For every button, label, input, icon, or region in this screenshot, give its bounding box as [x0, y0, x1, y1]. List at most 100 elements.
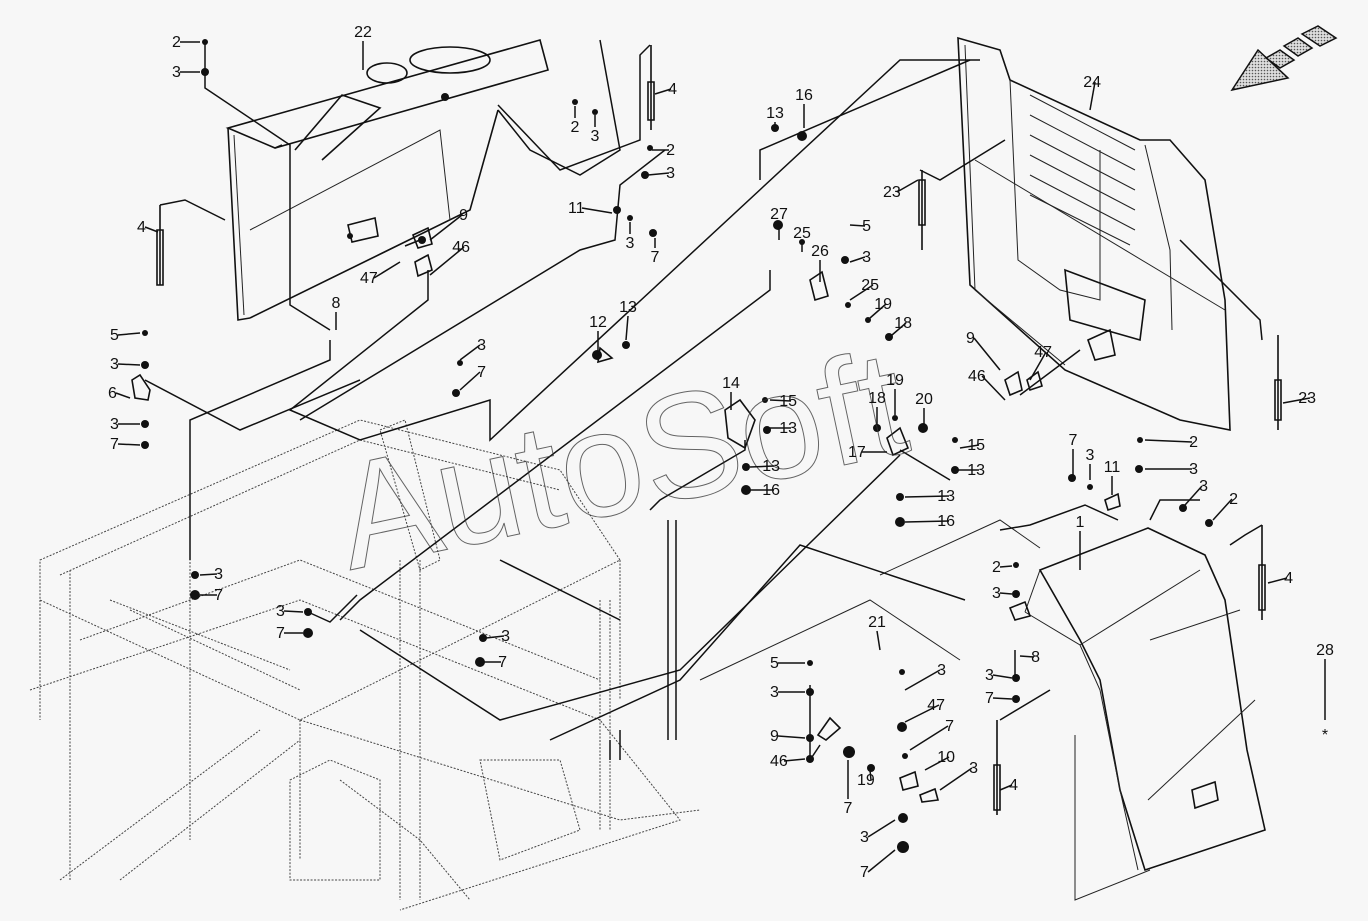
gas-strut-23-left [918, 170, 926, 250]
callout-number: 7 [1069, 432, 1078, 449]
callout-14: 14 [722, 375, 740, 410]
callout-8: 8 [1019, 649, 1040, 666]
callout-leader [117, 363, 141, 366]
callout-number: 18 [868, 390, 886, 407]
callout-3: 3 [985, 667, 1013, 684]
callout-7: 7 [844, 760, 853, 817]
callout-25: 25 [793, 225, 811, 252]
callout-3: 3 [110, 356, 141, 373]
callout-16: 16 [795, 87, 813, 128]
callout-number: 9 [459, 207, 468, 224]
callout-7: 7 [985, 690, 1013, 707]
callout-leader [849, 284, 874, 301]
callout-10: 10 [924, 749, 955, 771]
callout-leader [429, 214, 463, 241]
callout-3: 3 [591, 115, 600, 145]
callout-8: 8 [332, 295, 341, 330]
callout-3: 3 [199, 566, 223, 583]
callout-number: 16 [795, 87, 813, 104]
callout-number: 11 [568, 200, 585, 217]
callout-number: 47 [360, 270, 378, 287]
callout-leader [283, 610, 304, 613]
callout-number: 7 [844, 800, 853, 817]
callout-leader [117, 332, 141, 336]
callout-leader [924, 756, 950, 771]
callout-leader [199, 573, 218, 576]
callout-number: 25 [861, 277, 879, 294]
callout-9: 9 [966, 330, 1001, 371]
callout-number: 3 [1189, 461, 1198, 478]
part-1-rear-door [699, 519, 1266, 901]
callout-number: 14 [722, 375, 740, 392]
callout-13: 13 [766, 105, 784, 126]
callout-number: 13 [937, 488, 955, 505]
callout-number: 46 [770, 753, 788, 770]
callout-number: 21 [868, 614, 886, 631]
callout-3: 3 [276, 603, 304, 620]
callout-leader [867, 849, 896, 873]
callout-number: 3 [477, 337, 486, 354]
callout-leader [849, 224, 866, 227]
callout-3: 3 [485, 628, 510, 645]
callout-27: 27 [770, 206, 788, 240]
callout-number: 7 [651, 249, 660, 266]
callout-leader [1184, 485, 1203, 506]
callout-number: 3 [110, 416, 119, 433]
callout-number: 13 [967, 462, 985, 479]
callout-7: 7 [110, 436, 141, 453]
callout-13: 13 [749, 458, 780, 475]
callout-leader [999, 565, 1013, 568]
callout-number: 13 [762, 458, 780, 475]
callout-leader [999, 592, 1013, 595]
callout-leader [769, 399, 792, 402]
callout-22: 22 [354, 24, 372, 70]
callout-number: 3 [770, 684, 779, 701]
callout-number: 3 [862, 249, 871, 266]
callout-leader [939, 767, 973, 791]
callout-labels: 2223423423113794647853637371213131624232… [108, 24, 1334, 881]
callout-leader [783, 758, 806, 762]
callout-1: 1 [1076, 514, 1085, 570]
callout-12: 12 [589, 314, 607, 352]
callout-number: 5 [110, 327, 119, 344]
callout-leader [999, 784, 1013, 791]
callout-15: 15 [959, 437, 985, 454]
callout-number: 15 [967, 437, 985, 454]
callout-18: 18 [868, 390, 886, 425]
callout-number: 3 [985, 667, 994, 684]
callout-number: 3 [626, 235, 635, 252]
callout-number: 13 [766, 105, 784, 122]
callout-47: 47 [360, 261, 401, 287]
callout-number: 19 [874, 296, 892, 313]
callout-3: 3 [1086, 447, 1095, 480]
callout-number: 7 [276, 625, 285, 642]
callout-leader [904, 669, 941, 691]
callout-leader [1089, 81, 1096, 111]
callout-11: 11 [1104, 459, 1120, 495]
callout-25: 25 [849, 277, 879, 301]
callout-number: 7 [860, 864, 869, 881]
callout-leader [625, 315, 629, 341]
callout-leader [904, 495, 950, 498]
callout-leader [896, 179, 919, 193]
callout-number: 2 [571, 119, 580, 136]
gas-strut-4-right [1258, 525, 1266, 620]
callout-7: 7 [484, 654, 507, 671]
callout-number: 26 [811, 243, 829, 260]
callout-number: 4 [137, 219, 146, 236]
callout-4: 4 [999, 777, 1018, 794]
callout-leader [992, 674, 1013, 679]
callout-number: 23 [883, 184, 901, 201]
callout-2: 2 [652, 142, 675, 159]
callout-number: 28 [1316, 642, 1334, 659]
callout-7: 7 [651, 238, 660, 266]
callout-leader [144, 226, 159, 233]
callout-number: 13 [779, 420, 797, 437]
callout-3: 3 [626, 222, 635, 252]
callout-number: 19 [886, 372, 904, 389]
callout-leader [485, 635, 505, 639]
callout-2: 2 [992, 559, 1013, 576]
callout-9: 9 [429, 207, 468, 241]
asterisk-icon: * [1322, 727, 1328, 744]
callout-number: 7 [498, 654, 507, 671]
